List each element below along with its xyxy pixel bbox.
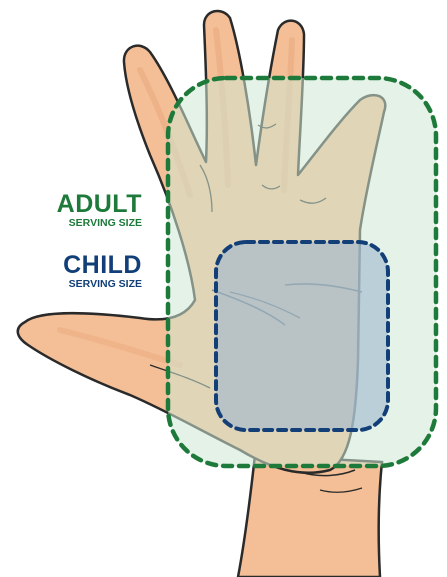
child-serving-label: CHILD SERVING SIZE <box>63 253 142 290</box>
child-title: CHILD <box>63 253 142 278</box>
adult-serving-label: ADULT SERVING SIZE <box>57 192 142 229</box>
adult-subtitle: SERVING SIZE <box>57 218 142 229</box>
adult-title: ADULT <box>57 192 142 217</box>
child-subtitle: SERVING SIZE <box>63 279 142 290</box>
child-serving-region <box>216 242 388 430</box>
